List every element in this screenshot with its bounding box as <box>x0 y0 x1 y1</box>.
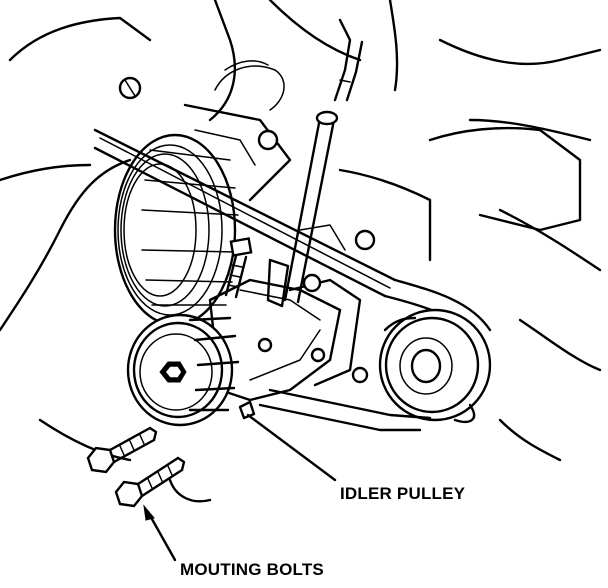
idler-pulley-label: IDLER PULLEY <box>340 484 466 503</box>
top-bolt <box>224 237 253 299</box>
adjuster-rod <box>266 18 364 308</box>
mounting-bolts-label: MOUTING BOLTS <box>180 560 324 579</box>
hardware-details <box>118 76 376 420</box>
mounting-bolt-lower <box>114 456 186 508</box>
leader-lines <box>143 413 337 562</box>
pump-pulley <box>126 313 240 427</box>
engine-block-outline <box>0 0 602 503</box>
pump-bracket <box>208 278 432 432</box>
mounting-bolt-upper <box>86 426 158 474</box>
idler-pulley <box>378 308 492 424</box>
